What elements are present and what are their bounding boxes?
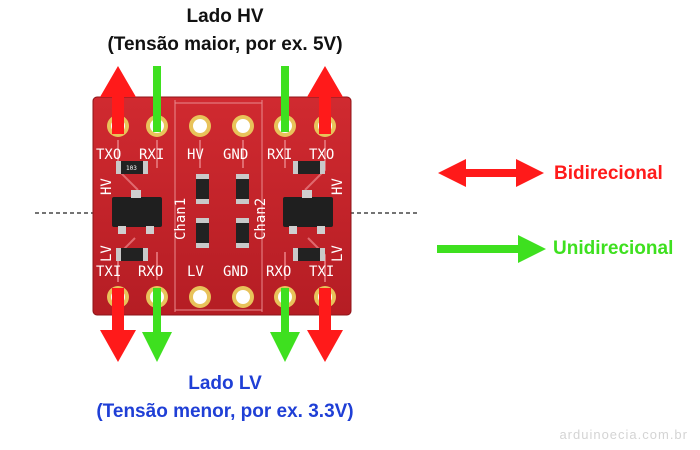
resistor-bottom-left [116,248,148,261]
legend-bidirectional-label: Bidirecional [554,163,663,184]
transistor-right [283,190,333,234]
arrow-up-bidir-right [307,66,343,134]
resistor-code: 103 [126,165,137,172]
legend-unidirectional-arrow [437,235,546,263]
resistor-center-left-bottom [196,218,209,248]
line-unidir-top-right [281,66,289,132]
lv-side-title: Lado LV [188,373,262,394]
resistor-center-left-top [196,174,209,204]
top-pin-label-2: RXI [139,147,164,163]
resistor-bottom-right [293,248,325,261]
bottom-pin-label-4: GND [223,264,248,280]
top-pin-label-1: TXO [96,147,121,163]
left-side-label-bottom: LV [99,245,115,262]
bottom-pin-label-1: TXI [96,264,121,280]
bottom-pin-label-2: RXO [138,264,163,280]
top-pin-label-3: HV [187,147,204,163]
resistor-center-right-bottom [236,218,249,248]
level-shifter-board: TXO RXI HV GND RXI TXO TXI RXO LV GND RX… [92,96,352,316]
bottom-pin-label-6: TXI [309,264,334,280]
arrow-down-unidir-right [270,288,300,362]
bottom-pin-label-3: LV [187,264,204,280]
hv-side-subtitle: (Tensão maior, por ex. 5V) [107,34,343,55]
watermark: arduinoecia.com.br [559,427,688,442]
line-unidir-top-left [153,66,161,132]
transistor-left [112,190,162,234]
left-side-label-top: HV [99,178,115,195]
arrow-up-bidir-left [100,66,136,134]
arrow-down-unidir-left [142,288,172,362]
arrow-down-bidir-right [307,288,343,362]
channel-1-label: Chan1 [173,198,189,240]
right-side-label-top: HV [330,178,346,195]
resistor-top-left: 103 [116,161,148,174]
bottom-pin-label-5: RXO [266,264,291,280]
lv-side-subtitle: (Tensão menor, por ex. 3.3V) [96,401,354,422]
top-pin-label-6: TXO [309,147,334,163]
right-side-label-bottom: LV [330,245,346,262]
legend-bidirectional-arrow [438,159,544,187]
resistor-center-right-top [236,174,249,204]
arrow-down-bidir-left [100,288,136,362]
channel-2-label: Chan2 [253,198,269,240]
top-pin-label-5: RXI [267,147,292,163]
resistor-top-right [293,161,325,174]
legend-unidirectional-label: Unidirecional [553,238,674,259]
hv-side-title: Lado HV [186,6,264,27]
top-pin-label-4: GND [223,147,248,163]
